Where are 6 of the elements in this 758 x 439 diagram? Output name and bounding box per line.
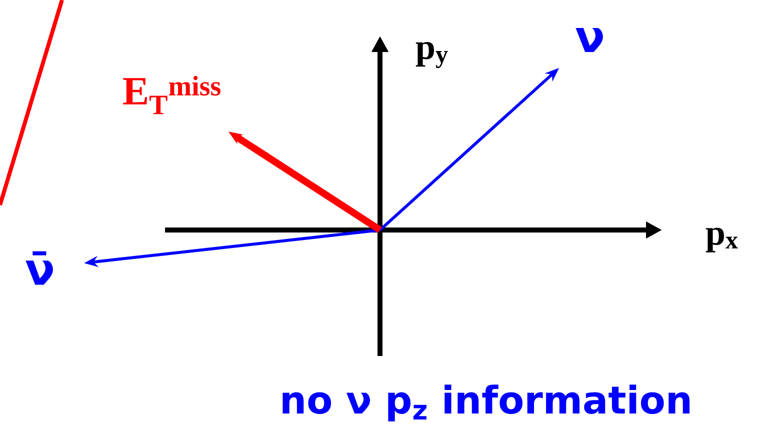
missing-energy-label: E$_{T}$miss <box>123 76 220 114</box>
antineutrino-label: ν̄ <box>26 251 53 285</box>
axis-label: p$_{y}$ <box>416 42 448 68</box>
caption-text: no ν p$_{z}$ information <box>282 384 690 422</box>
axis-label: p$_{x}$ <box>706 228 738 252</box>
neutrino-label: ν <box>576 28 603 52</box>
